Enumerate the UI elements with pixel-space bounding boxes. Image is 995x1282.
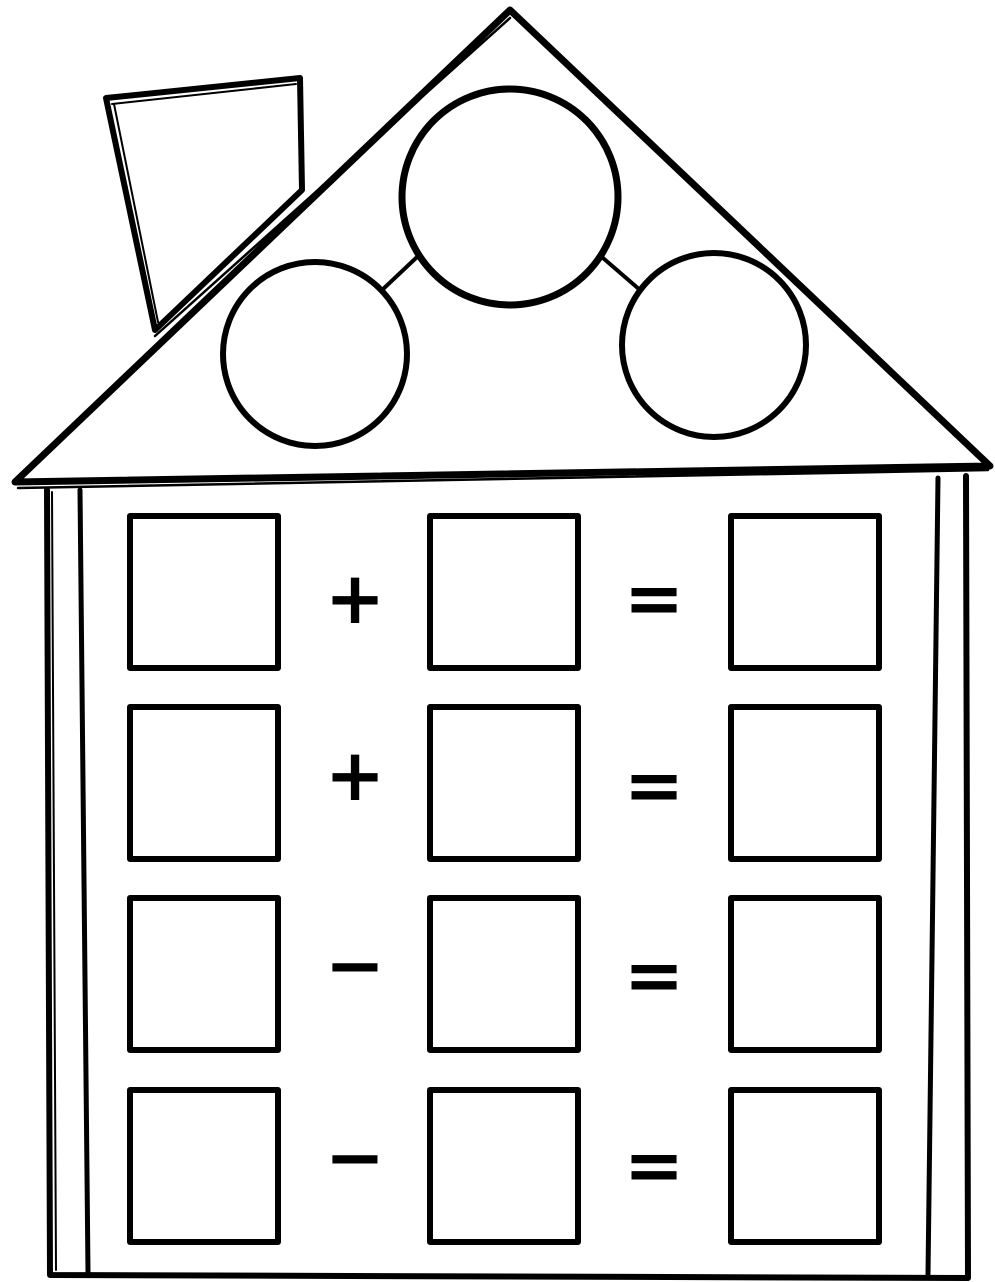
- equals-sign: =: [624, 1123, 684, 1207]
- answer-box[interactable]: [130, 516, 278, 668]
- number-bond: [223, 89, 806, 446]
- answer-box[interactable]: [130, 1090, 278, 1242]
- answer-box[interactable]: [731, 707, 879, 859]
- answer-box[interactable]: [731, 516, 879, 668]
- answer-box[interactable]: [130, 898, 278, 1050]
- answer-box[interactable]: [430, 898, 578, 1050]
- equals-sign: =: [624, 933, 684, 1017]
- equation-row: − =: [130, 898, 879, 1050]
- equation-row: − =: [130, 1090, 879, 1242]
- answer-box[interactable]: [430, 1090, 578, 1242]
- roof: [15, 10, 990, 488]
- operator-sign: −: [325, 1115, 385, 1199]
- equals-sign: =: [624, 556, 684, 640]
- operator-sign: −: [325, 923, 385, 1007]
- equals-sign: =: [624, 743, 684, 827]
- part-circle-right[interactable]: [622, 253, 806, 437]
- equation-row: + =: [130, 516, 879, 668]
- operator-sign: +: [325, 556, 385, 640]
- answer-box[interactable]: [731, 898, 879, 1050]
- operator-sign: +: [325, 733, 385, 817]
- whole-circle[interactable]: [402, 89, 618, 305]
- house-walls: [47, 476, 968, 1278]
- answer-box[interactable]: [430, 516, 578, 668]
- part-circle-left[interactable]: [223, 262, 407, 446]
- answer-box[interactable]: [430, 707, 578, 859]
- answer-box[interactable]: [130, 707, 278, 859]
- answer-box[interactable]: [731, 1090, 879, 1242]
- equations: + = + = − = − =: [130, 516, 879, 1242]
- equation-row: + =: [130, 707, 879, 859]
